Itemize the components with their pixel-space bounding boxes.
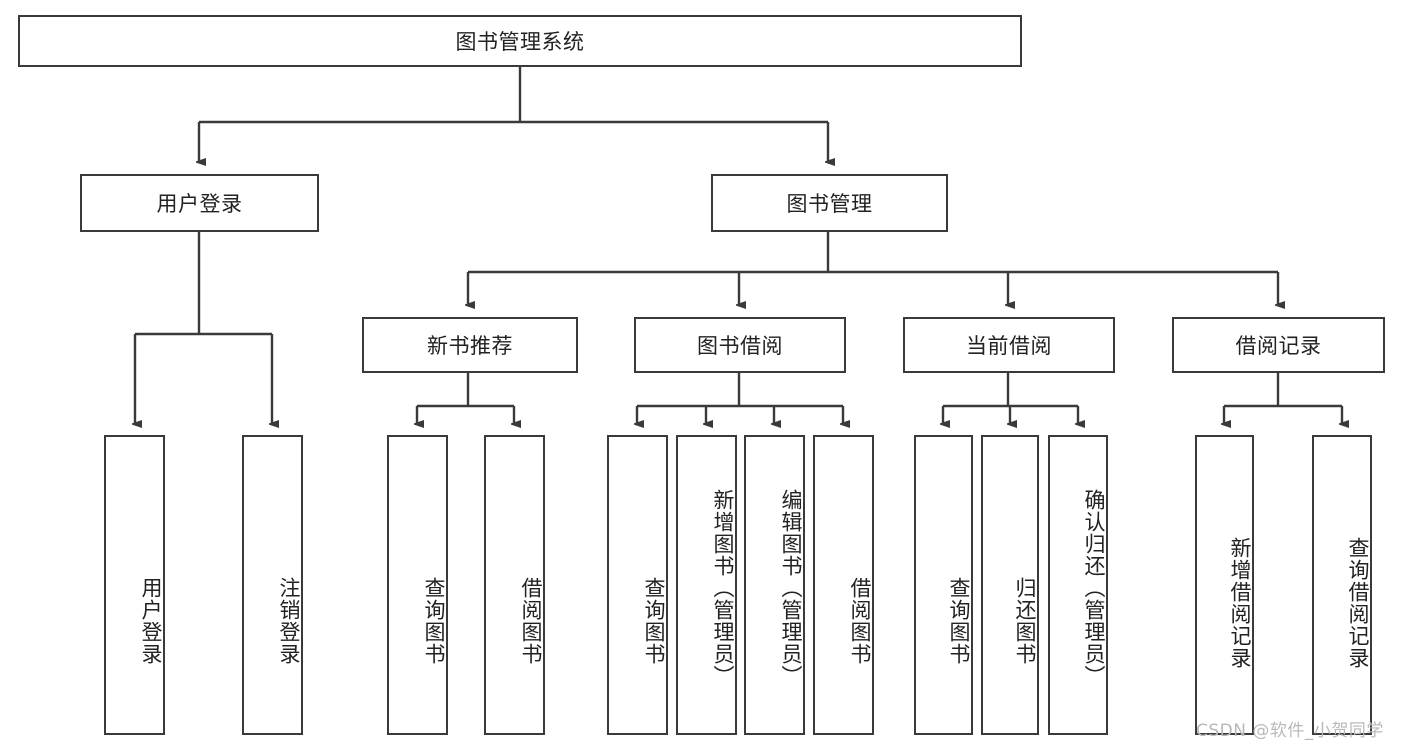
node-new-book-recommend[interactable]: 新书推荐	[362, 317, 578, 373]
csdn-watermark: CSDN @软件_小贺同学	[1196, 721, 1384, 741]
leaf-query-book-current[interactable]: 查询图书	[914, 435, 973, 735]
leaf-query-book-borrow[interactable]: 查询图书	[607, 435, 668, 735]
node-root-system[interactable]: 图书管理系统	[18, 15, 1022, 67]
leaf-borrow-book[interactable]: 借阅图书	[813, 435, 874, 735]
node-book-management[interactable]: 图书管理	[711, 174, 948, 232]
leaf-logout[interactable]: 注销登录	[242, 435, 303, 735]
node-borrow-records[interactable]: 借阅记录	[1172, 317, 1385, 373]
leaf-confirm-return-admin[interactable]: 确认归还（管理员）	[1048, 435, 1108, 735]
leaf-add-book-admin[interactable]: 新增图书（管理员）	[676, 435, 737, 735]
node-user-login[interactable]: 用户登录	[80, 174, 319, 232]
leaf-user-login[interactable]: 用户登录	[104, 435, 165, 735]
node-book-borrow[interactable]: 图书借阅	[634, 317, 846, 373]
leaf-borrow-book-recommend[interactable]: 借阅图书	[484, 435, 545, 735]
leaf-edit-book-admin[interactable]: 编辑图书（管理员）	[744, 435, 805, 735]
node-current-borrow[interactable]: 当前借阅	[903, 317, 1115, 373]
leaf-query-book-recommend[interactable]: 查询图书	[387, 435, 448, 735]
leaf-add-borrow-record[interactable]: 新增借阅记录	[1195, 435, 1254, 735]
leaf-query-borrow-record[interactable]: 查询借阅记录	[1312, 435, 1372, 735]
leaf-return-book[interactable]: 归还图书	[981, 435, 1039, 735]
